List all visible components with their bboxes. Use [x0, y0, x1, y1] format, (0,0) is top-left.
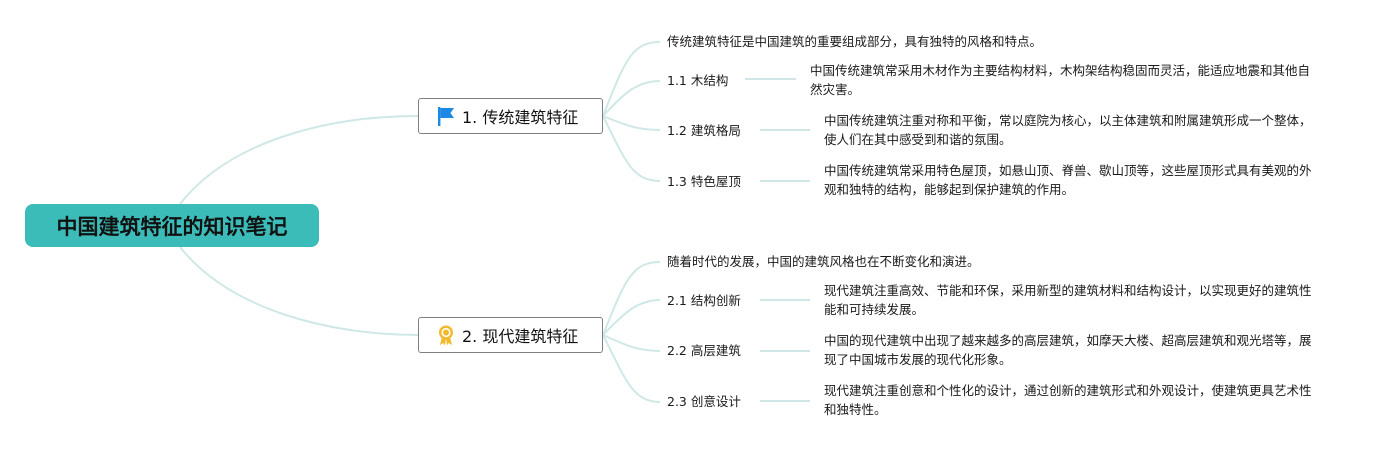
- branch-modern-architecture[interactable]: 2. 现代建筑特征: [418, 317, 603, 353]
- connector-b1-item3: [602, 115, 661, 182]
- connector-root-branch-2: [179, 246, 419, 336]
- branch-label: 1. 传统建筑特征: [462, 108, 579, 127]
- detail-1-2[interactable]: 中国传统建筑注重对称和平衡，常以庭院为核心，以主体建筑和附属建筑形成一个整体，使…: [824, 113, 1312, 147]
- detail-2-3[interactable]: 现代建筑注重创意和个性化的设计，通过创新的建筑形式和外观设计，使建筑更具艺术性和…: [824, 383, 1312, 417]
- connector-b2-intro: [602, 261, 661, 336]
- detail-1-3[interactable]: 中国传统建筑常采用特色屋顶，如悬山顶、脊兽、歇山顶等，这些屋顶形式具有美观的外观…: [824, 163, 1312, 197]
- topic-1-3[interactable]: 1.3 特色屋顶: [667, 174, 741, 189]
- connector-b2-item2: [602, 334, 661, 352]
- connector-b1-item1: [602, 80, 661, 117]
- topic-2-1[interactable]: 2.1 结构创新: [667, 293, 741, 308]
- branch-traditional-architecture[interactable]: 1. 传统建筑特征: [418, 98, 603, 134]
- branch-1-intro[interactable]: 传统建筑特征是中国建筑的重要组成部分，具有独特的风格和特点。: [667, 34, 1043, 49]
- topic-2-2[interactable]: 2.2 高层建筑: [667, 343, 741, 358]
- connector-root-branch-1: [179, 115, 419, 205]
- connector-b2-item3: [602, 334, 661, 403]
- detail-2-2[interactable]: 中国的现代建筑中出现了越来越多的高层建筑，如摩天大楼、超高层建筑和观光塔等，展现…: [824, 333, 1312, 367]
- detail-1-1[interactable]: 中国传统建筑常采用木材作为主要结构材料，木构架结构稳固而灵活，能适应地震和其他自…: [810, 63, 1311, 97]
- connector-b2-item1: [602, 299, 661, 336]
- branch-label: 2. 现代建筑特征: [462, 327, 579, 346]
- topic-1-1[interactable]: 1.1 木结构: [667, 73, 729, 88]
- connector-b1-intro: [602, 41, 661, 117]
- root-topic-label: 中国建筑特征的知识笔记: [56, 214, 288, 239]
- root-topic[interactable]: 中国建筑特征的知识笔记: [25, 204, 319, 247]
- connector-b1-item2: [602, 115, 661, 131]
- award-medal-icon: [439, 325, 453, 346]
- topic-2-3[interactable]: 2.3 创意设计: [667, 394, 741, 409]
- topic-1-2[interactable]: 1.2 建筑格局: [667, 123, 741, 138]
- branch-2-intro[interactable]: 随着时代的发展，中国的建筑风格也在不断变化和演进。: [667, 254, 980, 269]
- detail-2-1[interactable]: 现代建筑注重高效、节能和环保，采用新型的建筑材料和结构设计，以实现更好的建筑性能…: [824, 283, 1312, 317]
- blue-flag-icon: [438, 107, 454, 126]
